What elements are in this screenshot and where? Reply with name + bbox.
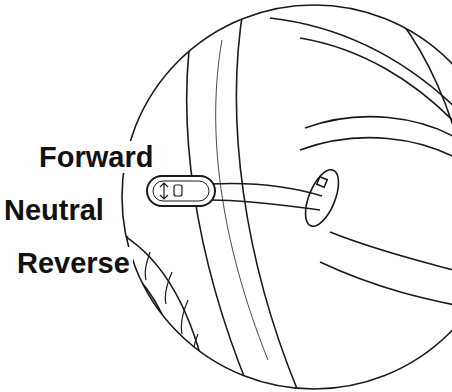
wheel-top-edge — [300, 38, 452, 128]
direction-label: Neutral — [1, 194, 107, 226]
direction-switch — [153, 181, 209, 201]
lever-arm — [210, 184, 322, 197]
direction-label: Reverse — [14, 247, 133, 279]
mount-icon — [317, 177, 327, 187]
inset-contents — [112, 4, 452, 392]
switch-icon — [174, 185, 182, 196]
hub-edge — [305, 117, 452, 140]
switch-mount — [299, 165, 346, 230]
hub-edge — [300, 138, 452, 160]
wheel-rim — [400, 20, 452, 150]
switch-icon — [160, 183, 168, 199]
direction-label: Forward — [36, 141, 156, 173]
column-boot — [112, 284, 164, 392]
column-boot — [114, 310, 146, 392]
lever-arm — [210, 200, 320, 210]
wheel-top-edge — [270, 18, 452, 112]
hub-edge — [330, 232, 452, 272]
hub-edge — [320, 262, 452, 306]
boot-folds — [123, 236, 198, 370]
direction-switch — [147, 176, 215, 206]
inset-circle — [122, 5, 452, 389]
